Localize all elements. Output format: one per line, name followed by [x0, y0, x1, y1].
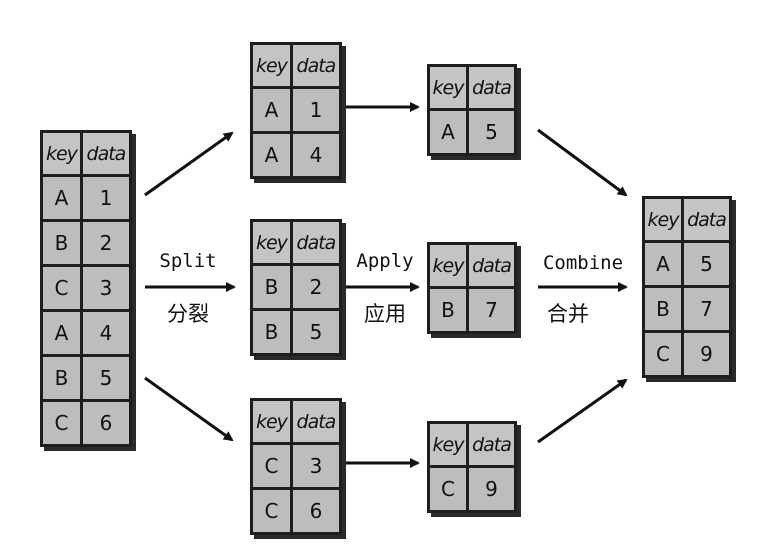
apply-label-cn: 应用	[364, 302, 406, 326]
cell-data: 5	[79, 354, 133, 402]
cell-data: 6	[289, 487, 343, 535]
cell-data: 1	[79, 174, 133, 222]
cell-key: B	[427, 286, 469, 334]
combine-arrow-top	[537, 128, 628, 197]
cell-data: 3	[289, 442, 343, 490]
cell-key: C	[642, 330, 684, 378]
data-header: data	[465, 64, 518, 111]
data-header: data	[289, 42, 343, 89]
combine-label: Combine	[542, 252, 624, 274]
cell-data: 5	[465, 108, 518, 156]
cell-key: C	[427, 465, 469, 513]
cell-key: B	[40, 354, 83, 402]
cell-data: 4	[79, 309, 133, 357]
data-header: data	[289, 398, 343, 445]
cell-key: C	[40, 264, 83, 312]
data-header: data	[680, 196, 733, 243]
data-header: data	[465, 242, 518, 289]
cell-key: B	[642, 285, 684, 333]
cell-key: A	[40, 309, 83, 357]
key-header: key	[642, 196, 684, 243]
cell-key: B	[250, 308, 293, 356]
cell-key: B	[250, 263, 293, 311]
cell-data: 6	[79, 399, 133, 447]
key-header: key	[427, 64, 469, 111]
cell-key: C	[40, 399, 83, 447]
key-header: key	[427, 242, 469, 289]
cell-data: 3	[79, 264, 133, 312]
cell-key: A	[250, 131, 293, 179]
combine-label-cn: 合并	[547, 302, 589, 326]
cell-data: 4	[289, 131, 343, 179]
combine-arrow-bottom	[537, 378, 628, 444]
cell-data: 2	[79, 219, 133, 267]
cell-key: A	[40, 174, 83, 222]
cell-data: 2	[289, 263, 343, 311]
cell-data: 7	[680, 285, 733, 333]
cell-key: C	[250, 442, 293, 490]
cell-data: 5	[680, 240, 733, 288]
data-header: data	[289, 219, 343, 266]
key-header: key	[250, 398, 293, 445]
cell-key: A	[250, 86, 293, 134]
apply-label: Apply	[356, 250, 414, 272]
split-label: Split	[159, 250, 217, 272]
cell-data: 9	[680, 330, 733, 378]
cell-key: C	[250, 487, 293, 535]
split-arrow-up	[144, 131, 234, 197]
data-header: data	[465, 421, 518, 468]
data-header: data	[79, 130, 133, 177]
key-header: key	[40, 130, 83, 177]
cell-key: B	[40, 219, 83, 267]
key-header: key	[427, 421, 469, 468]
split-label-cn: 分裂	[167, 302, 209, 326]
key-header: key	[250, 42, 293, 89]
cell-key: A	[427, 108, 469, 156]
cell-key: A	[642, 240, 684, 288]
split-arrow-down	[144, 376, 234, 442]
cell-data: 1	[289, 86, 343, 134]
cell-data: 9	[465, 465, 518, 513]
key-header: key	[250, 219, 293, 266]
cell-data: 7	[465, 286, 518, 334]
cell-data: 5	[289, 308, 343, 356]
